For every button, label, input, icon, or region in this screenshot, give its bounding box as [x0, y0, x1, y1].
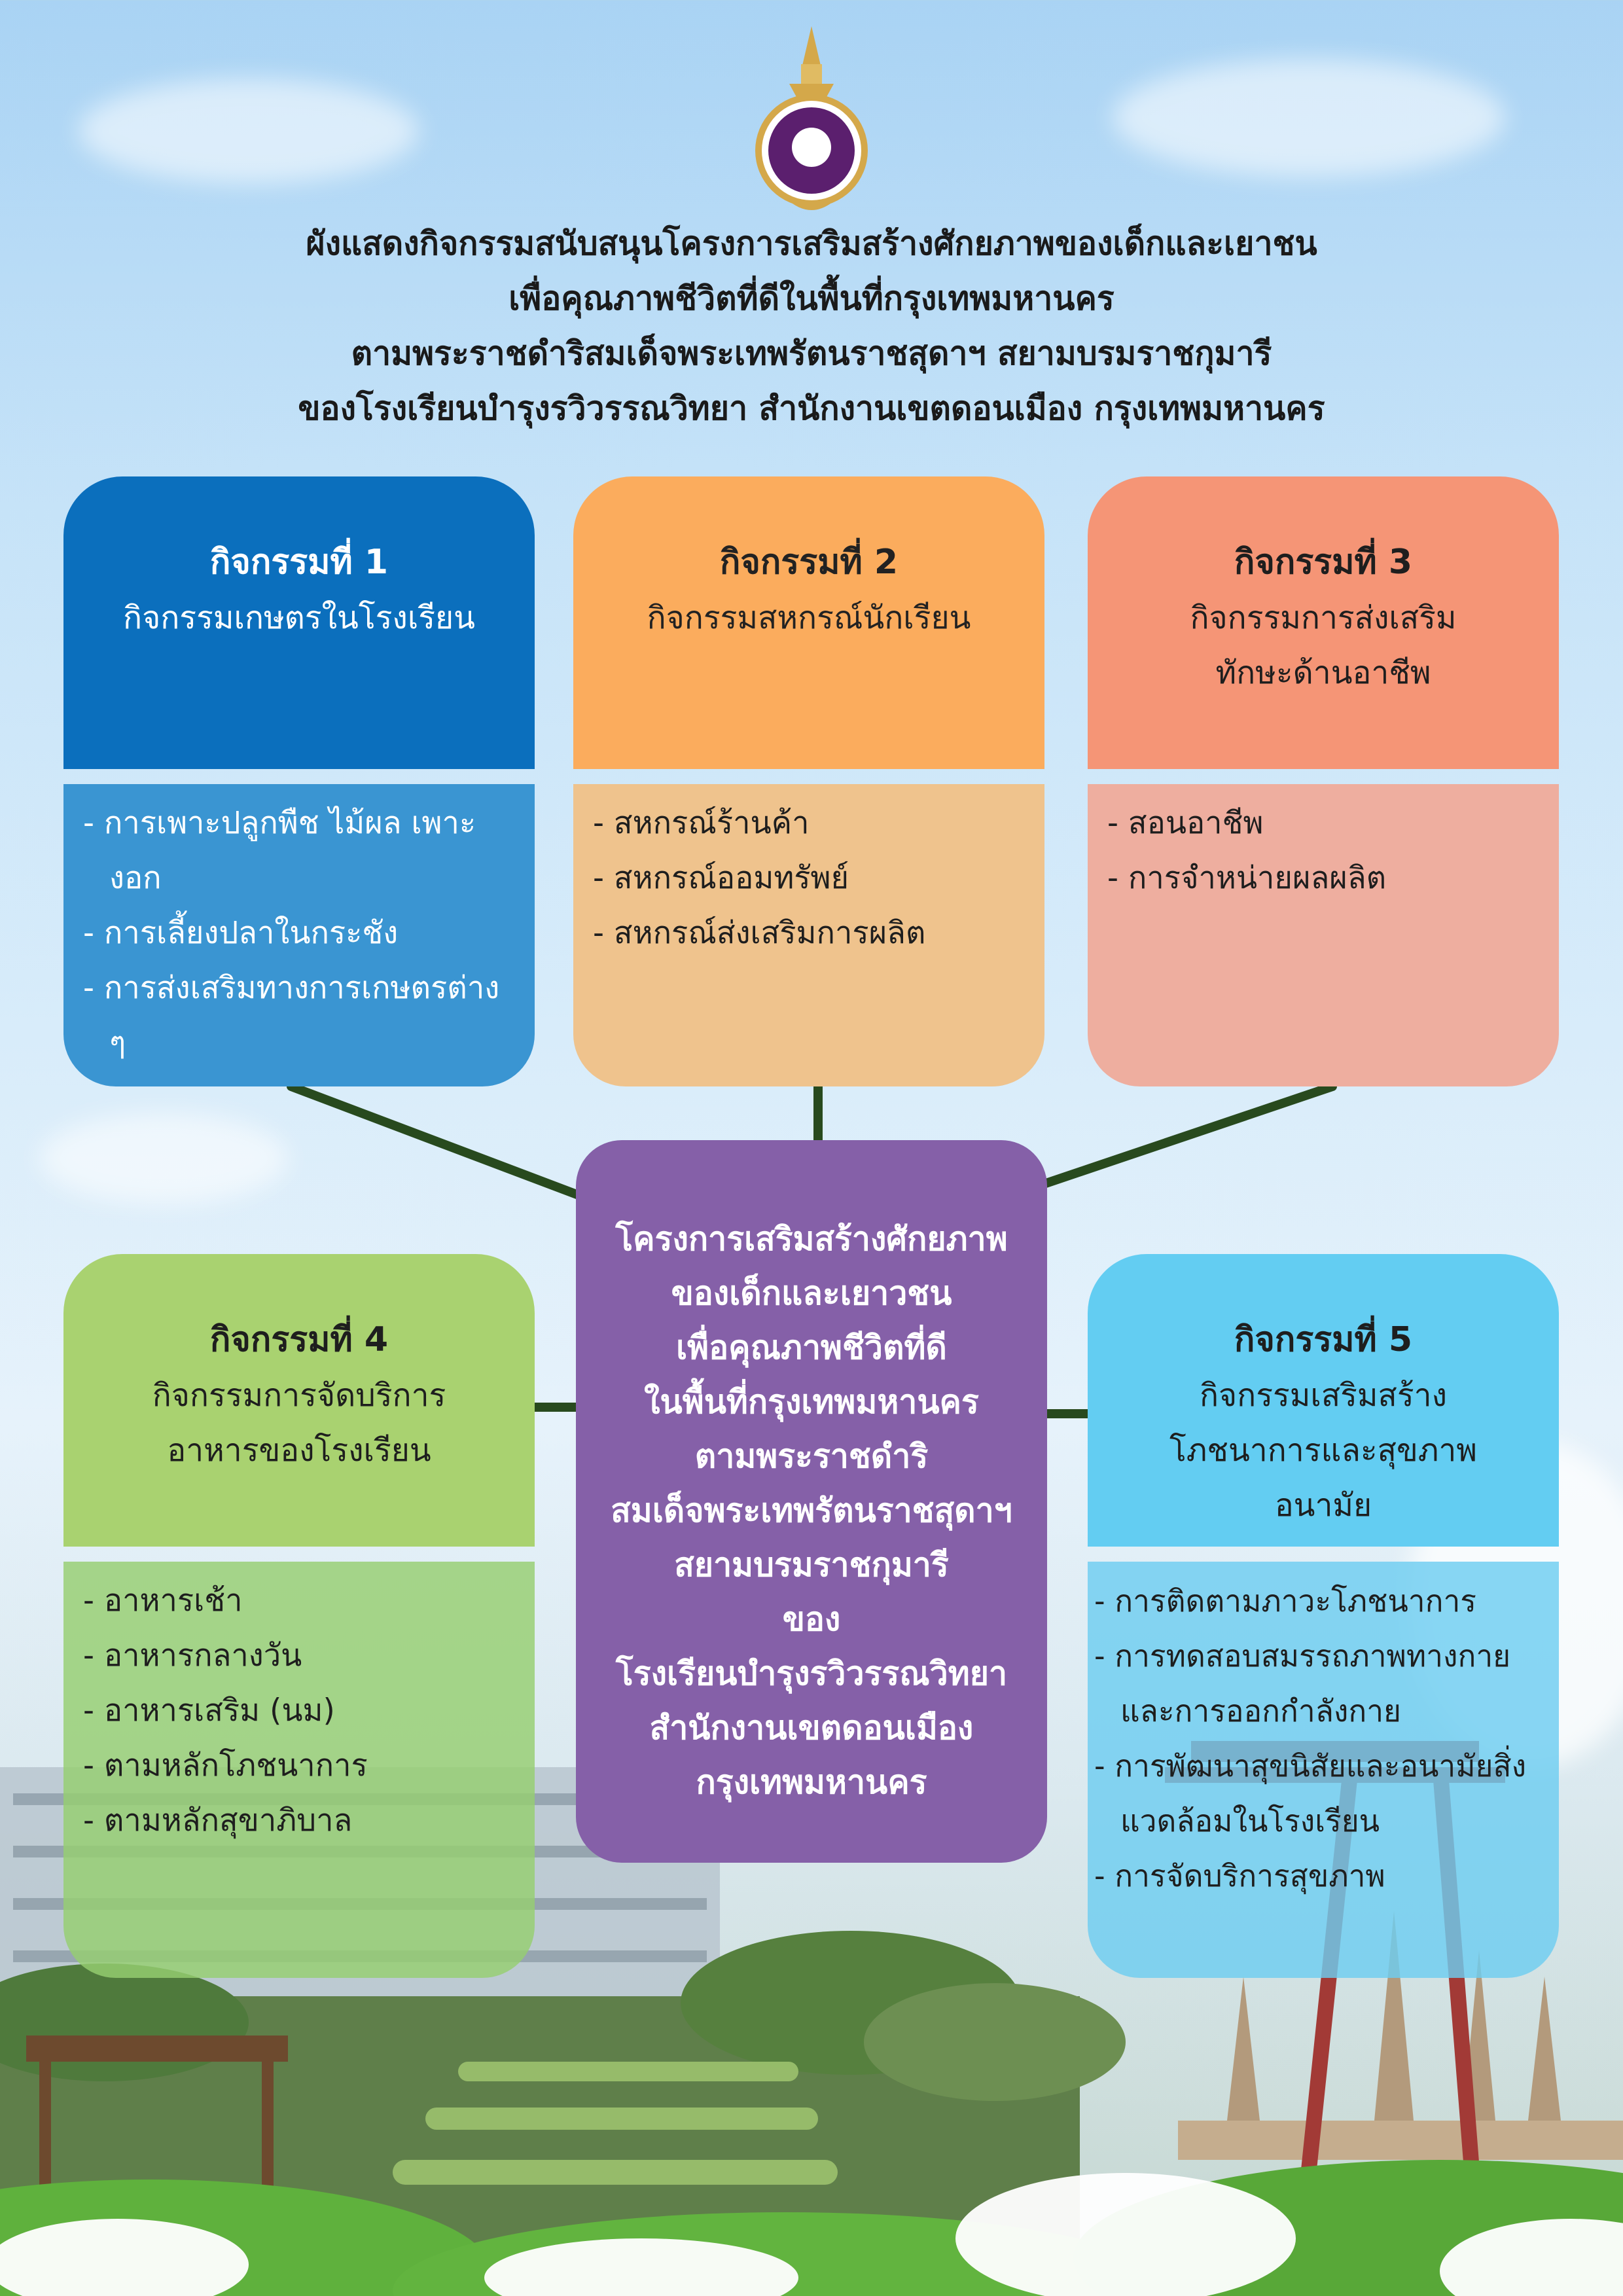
temple — [1374, 1911, 1414, 2121]
activity-title: กิจกรรมที่ 1 — [209, 543, 389, 582]
sky-cloud — [39, 1113, 288, 1204]
center-line: เพื่อคุณภาพชีวิตที่ดี — [676, 1329, 947, 1367]
title-line: ตามพระราชดำริสมเด็จพระเทพรัตนราชสุดาฯ สย… — [351, 334, 1272, 372]
list-item: สหกรณ์ออมทรัพย์ — [593, 851, 1025, 906]
list-item: การจำหน่ายผลผลิต — [1107, 851, 1539, 906]
activity-4-header: กิจกรรมที่ 4 กิจกรรมการจัดบริการ อาหารขอ… — [63, 1254, 535, 1547]
activity-4-details: อาหารเช้า อาหารกลางวัน อาหารเสริม (นม) ต… — [63, 1562, 535, 1978]
list-item: การติดตามภาวะโภชนาการ — [1094, 1573, 1555, 1628]
activity-subtitle: กิจกรรมเสริมสร้าง — [1199, 1377, 1448, 1414]
list-item: การเลี้ยงปลาในกระชัง — [83, 906, 515, 961]
list-item: การทดสอบสมรรถภาพทางกายและการออกกำลังกาย — [1094, 1628, 1555, 1738]
list-item: การเพาะปลูกพืช ไม้ผล เพาะงอก — [83, 796, 515, 906]
list-item: สอนอาชีพ — [1107, 796, 1539, 851]
connector-line-1 — [287, 1082, 583, 1200]
center-line: โครงการเสริมสร้างศักยภาพ — [615, 1220, 1008, 1258]
activity-1-details: การเพาะปลูกพืช ไม้ผล เพาะงอก การเลี้ยงปล… — [63, 784, 535, 1086]
activity-5-details: การติดตามภาวะโภชนาการ การทดสอบสมรรถภาพทา… — [1088, 1562, 1559, 1978]
list-item: การจัดบริการสุขภาพ — [1094, 1848, 1555, 1903]
activity-title: กิจกรรมที่ 4 — [209, 1320, 389, 1359]
activity-subtitle: อนามัย — [1274, 1487, 1372, 1524]
page-title: ผังแสดงกิจกรรมสนับสนุนโครงการเสริมสร้างศ… — [105, 216, 1518, 436]
activity-subtitle: อาหารของโรงเรียน — [167, 1432, 431, 1469]
activity-subtitle: กิจกรรมสหกรณ์นักเรียน — [647, 600, 971, 636]
activity-3-details: สอนอาชีพ การจำหน่ายผลผลิต — [1088, 784, 1559, 1086]
list-item: การพัฒนาสุขนิสัยและอนามัยสิ่งแวดล้อมในโร… — [1094, 1738, 1555, 1848]
center-line: สำนักงานเขตดอนเมือง — [649, 1709, 974, 1747]
list-item: การส่งเสริมทางการเกษตรต่าง ๆ — [83, 961, 515, 1071]
list-item: อาหารเช้า — [83, 1573, 515, 1628]
activity-subtitle: กิจกรรมการจัดบริการ — [152, 1377, 446, 1414]
activity-title: กิจกรรมที่ 2 — [719, 543, 899, 582]
connector-line-3 — [1041, 1082, 1337, 1188]
center-line: ของ — [782, 1600, 841, 1638]
center-line: ในพื้นที่กรุงเทพมหานคร — [644, 1383, 979, 1421]
title-line: ผังแสดงกิจกรรมสนับสนุนโครงการเสริมสร้างศ… — [306, 224, 1317, 262]
activity-subtitle: กิจกรรมการส่งเสริม — [1190, 600, 1457, 636]
garden-gate — [26, 2036, 288, 2062]
center-line: สยามบรมราชกุมารี — [674, 1546, 949, 1584]
sky-cloud — [1113, 59, 1505, 177]
activity-subtitle: ทักษะด้านอาชีพ — [1215, 655, 1431, 691]
activity-5-header: กิจกรรมที่ 5 กิจกรรมเสริมสร้าง โภชนาการแ… — [1088, 1254, 1559, 1547]
activity-2-header: กิจกรรมที่ 2 กิจกรรมสหกรณ์นักเรียน — [573, 476, 1044, 769]
school-emblem — [755, 26, 868, 210]
sky-cloud — [79, 79, 419, 183]
project-center-box: โครงการเสริมสร้างศักยภาพ ของเด็กและเยาวช… — [576, 1140, 1047, 1863]
activity-title: กิจกรรมที่ 5 — [1234, 1320, 1413, 1359]
activity-1-header: กิจกรรมที่ 1 กิจกรรมเกษตรในโรงเรียน — [63, 476, 535, 769]
list-item: ตามหลักโภชนาการ — [83, 1738, 515, 1793]
activity-3-header: กิจกรรมที่ 3 กิจกรรมการส่งเสริม ทักษะด้า… — [1088, 476, 1559, 769]
activity-subtitle: กิจกรรมเกษตรในโรงเรียน — [123, 600, 475, 636]
activity-2-details: สหกรณ์ร้านค้า สหกรณ์ออมทรัพย์ สหกรณ์ส่งเ… — [573, 784, 1044, 1086]
title-line: ของโรงเรียนบำรุงรวิวรรณวิทยา สำนักงานเขต… — [298, 389, 1325, 427]
center-line: สมเด็จพระเทพรัตนราชสุดาฯ — [611, 1492, 1012, 1530]
list-item: สหกรณ์ร้านค้า — [593, 796, 1025, 851]
center-line: ของเด็กและเยาวชน — [671, 1274, 952, 1312]
list-item: อาหารกลางวัน — [83, 1628, 515, 1683]
center-line: โรงเรียนบำรุงรวิวรรณวิทยา — [615, 1655, 1008, 1693]
list-item: ตามหลักสุขาภิบาล — [83, 1793, 515, 1848]
activity-title: กิจกรรมที่ 3 — [1234, 543, 1413, 582]
center-line: กรุงเทพมหานคร — [696, 1763, 927, 1801]
list-item: อาหารเสริม (นม) — [83, 1683, 515, 1738]
title-line: เพื่อคุณภาพชีวิตที่ดีในพื้นที่กรุงเทพมหา… — [508, 279, 1115, 317]
activity-subtitle: โภชนาการและสุขภาพ — [1169, 1432, 1478, 1469]
list-item: สหกรณ์ส่งเสริมการผลิต — [593, 906, 1025, 961]
center-line: ตามพระราชดำริ — [694, 1437, 929, 1475]
